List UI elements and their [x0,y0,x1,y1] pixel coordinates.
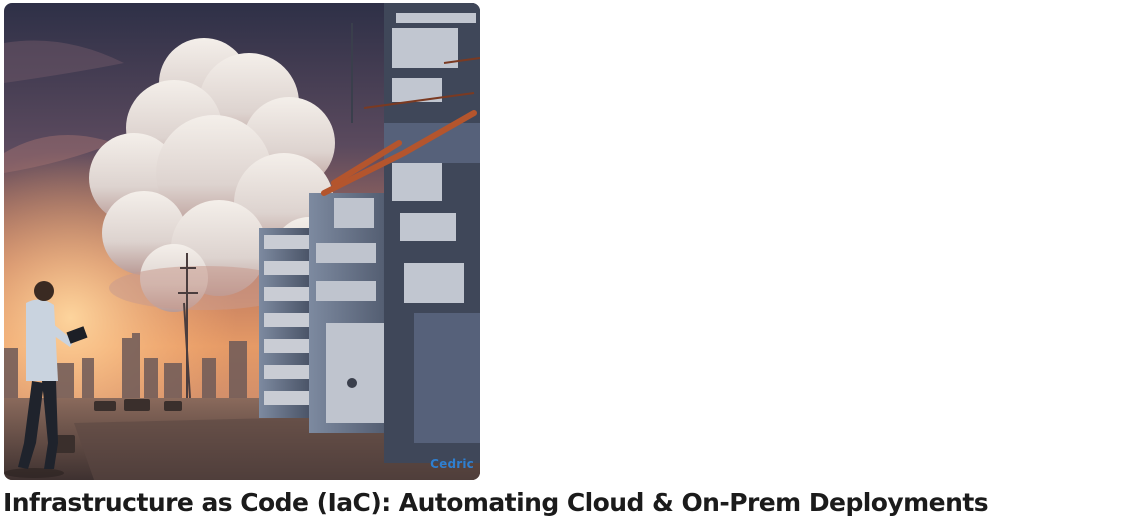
watermark-label: Cedric [430,457,474,471]
article-title[interactable]: Infrastructure as Code (IaC): Automating… [3,488,989,517]
article-hero-image[interactable]: Cedric [4,3,480,480]
cloud-servers-illustration-icon [4,3,480,480]
